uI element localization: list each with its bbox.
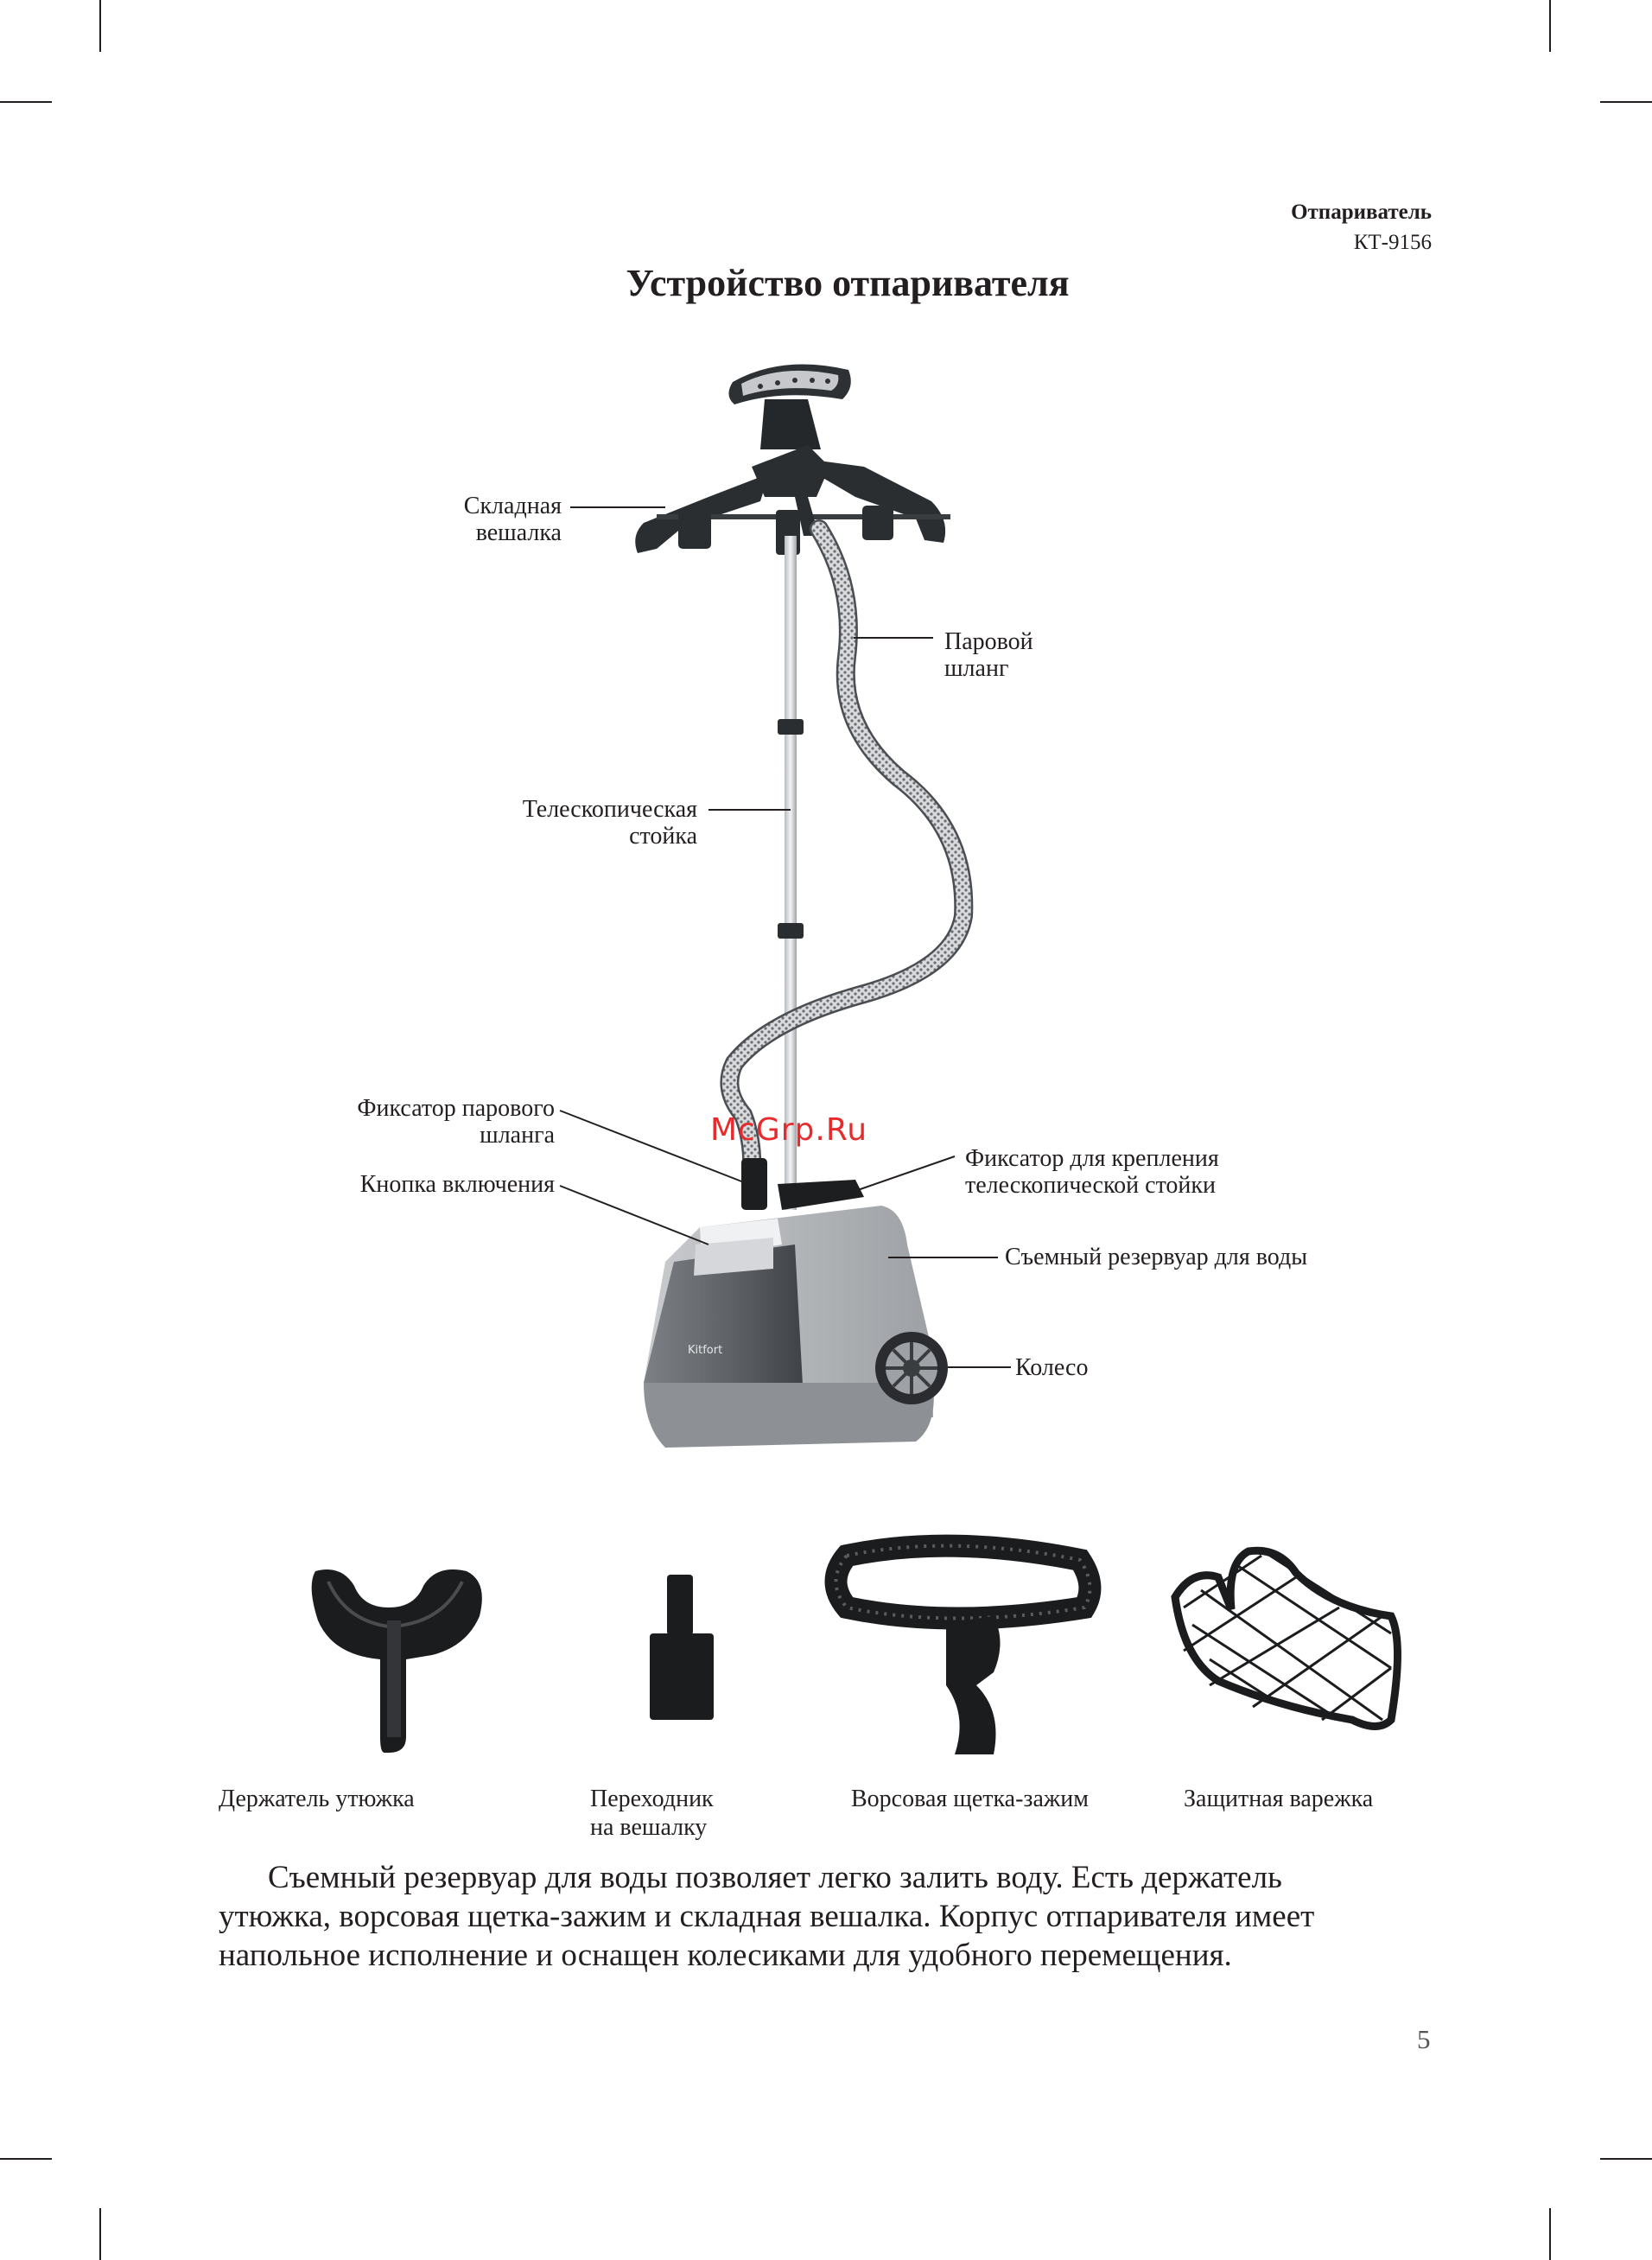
adapter-image <box>650 1575 714 1720</box>
leader-lines <box>559 506 1011 1368</box>
mitt-image <box>1171 1546 1401 1730</box>
crop-mark <box>99 2208 101 2260</box>
crop-mark <box>0 2158 52 2160</box>
label-water-tank: Съемный резервуар для воды <box>1005 1244 1308 1270</box>
telescopic-pole <box>778 536 804 1210</box>
crop-mark <box>99 0 101 52</box>
page-header: Отпариватель КТ-9156 <box>1291 197 1432 258</box>
page-number: 5 <box>1417 2024 1431 2054</box>
crop-mark <box>1549 0 1551 52</box>
accessory-label-adapter: Переходник на вешалку <box>590 1786 714 1841</box>
crop-mark <box>1600 101 1652 103</box>
brush-clamp-image <box>824 1534 1102 1754</box>
accessory-label-holder: Держатель утюжка <box>219 1786 415 1812</box>
steam-head <box>728 364 851 449</box>
device-brand-text: Kitfort <box>688 1344 722 1357</box>
product-name: Отпариватель <box>1291 201 1432 224</box>
paragraph-line: Съемный резервуар для воды позволяет лег… <box>268 1860 1282 1895</box>
folding-hanger <box>635 445 950 555</box>
label-wheel: Колесо <box>1015 1354 1089 1381</box>
paragraph-line: утюжка, ворсовая щетка-зажим и складная … <box>219 1899 1315 1934</box>
steamer-body: Kitfort <box>644 1206 934 1448</box>
hose-lock <box>741 1158 767 1210</box>
wheel <box>875 1332 948 1404</box>
description-paragraph: Съемный резервуар для воды позволяет лег… <box>219 1858 1428 1975</box>
crop-mark <box>1549 2208 1551 2260</box>
model-number: КТ-9156 <box>1353 231 1432 254</box>
accessory-label-mitt: Защитная варежка <box>1184 1786 1374 1812</box>
accessory-label-brush: Ворсовая щетка-зажим <box>851 1786 1089 1812</box>
iron-holder-image <box>311 1569 482 1753</box>
page-title: Устройство отпаривателя <box>626 262 1070 304</box>
crop-mark <box>0 101 52 103</box>
label-power-button: Кнопка включения <box>359 1171 555 1198</box>
crop-mark <box>1600 2158 1652 2160</box>
watermark: McGrp.Ru <box>710 1112 868 1148</box>
paragraph-line: напольное исполнение и оснащен колесикам… <box>219 1938 1232 1973</box>
